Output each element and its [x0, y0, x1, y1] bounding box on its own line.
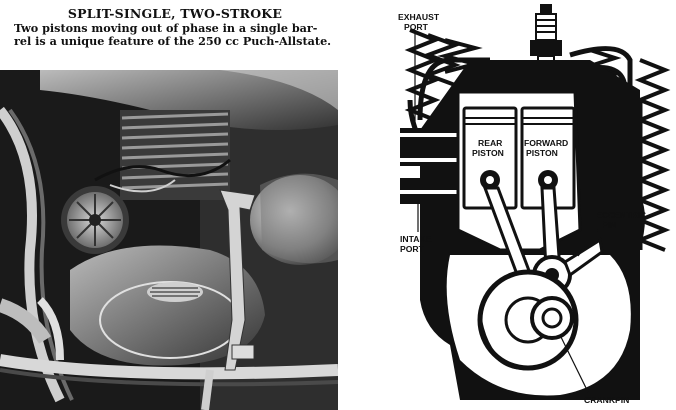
- rear-piston-label: REAR PISTON: [472, 138, 505, 158]
- exhaust-port-label: EXHAUST PORT: [398, 12, 441, 32]
- forward-piston-label: FORWARD PISTON: [524, 138, 571, 158]
- crankpin-leader: [559, 334, 589, 393]
- crankpin-label: CRANKPIN: [584, 395, 629, 405]
- caption-line-2: rel is a unique feature of the 250 cc Pu…: [14, 34, 332, 48]
- fin-zigzag-left: [404, 28, 483, 122]
- caption-title: SPLIT-SINGLE, TWO-STROKE: [67, 6, 283, 21]
- cylinder-fins: [120, 110, 230, 200]
- forward-piston: [520, 106, 576, 210]
- eccentric-pin-label: ECCENTRIC PIN: [596, 210, 649, 230]
- intake-port-label: INTAKE PORT: [400, 234, 434, 254]
- caption-body: Two pistons moving out of phase in a sin…: [6, 22, 344, 48]
- rear-piston: [462, 106, 518, 210]
- eccentric-leader: [577, 221, 605, 257]
- caption-line-1: Two pistons moving out of phase in a sin…: [14, 21, 318, 35]
- engine-cutaway-diagram: EXHAUST PORT REAR PISTON FORWARD PISTON …: [340, 0, 676, 410]
- caption: SPLIT-SINGLE, TWO-STROKE Two pistons mov…: [6, 6, 344, 48]
- crankpin: [530, 296, 574, 340]
- engine-photo: [0, 70, 338, 410]
